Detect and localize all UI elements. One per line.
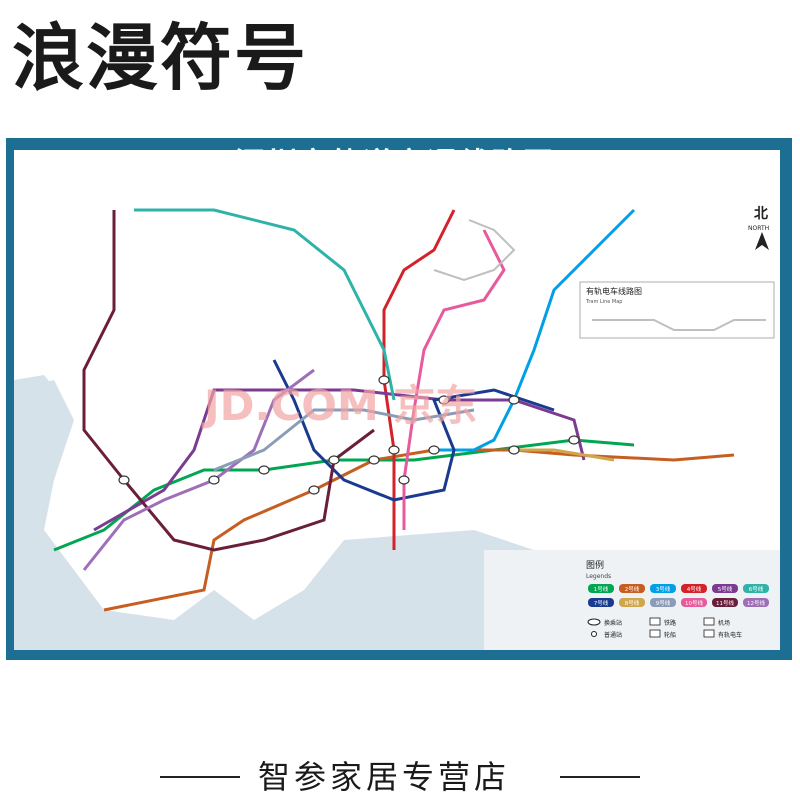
tram-route <box>433 219 516 282</box>
line-10-route <box>402 229 506 530</box>
tram-inset-title-en: Tram Line Map <box>585 299 622 305</box>
legend-swatch-label: 10号线 <box>685 599 703 607</box>
legend-swatch-label: 1号线 <box>594 585 609 593</box>
line-4-route <box>382 209 456 550</box>
legend-swatch <box>650 598 676 607</box>
line-9-route <box>213 408 475 472</box>
store-name: 智参家居专营店 <box>258 758 511 796</box>
legend-swatch <box>588 584 614 593</box>
legend-swatch-label: 8号线 <box>625 599 640 607</box>
legend-station-label: 普通站 <box>604 631 622 639</box>
brand-logo-text: 浪漫符号 <box>12 16 309 100</box>
tram-inset-line <box>592 319 766 331</box>
legend-swatch-label: 11号线 <box>716 599 734 607</box>
legend-airport-label: 机场 <box>718 619 730 627</box>
watermark-text: JD.COM 京东 <box>201 381 477 430</box>
legend-swatch-label: 12号线 <box>747 599 765 607</box>
legend-swatch <box>650 584 676 593</box>
line-3-route <box>434 208 636 452</box>
legend-ferry-label: 轮船 <box>664 631 676 639</box>
legend-title: 图例 <box>586 559 604 571</box>
legend-title-en: Legends <box>586 573 611 580</box>
footer-divider-left <box>160 776 240 778</box>
legend-swatch <box>619 598 645 607</box>
legend-swatch-label: 4号线 <box>687 585 702 593</box>
footer-divider-right <box>560 776 640 778</box>
legend-swatch <box>588 598 614 607</box>
legend-swatch-label: 2号线 <box>625 585 640 593</box>
metro-map-svg: JD.COM 京东 北 NORTH 有轨电车线路图 Tram Line Map … <box>14 206 780 650</box>
legend-swatch <box>743 584 769 593</box>
sea-area-west <box>14 375 64 530</box>
legend-swatch-label: 3号线 <box>656 585 671 593</box>
ferry-icon <box>649 629 661 638</box>
north-label-en: NORTH <box>748 225 769 232</box>
line-11-route <box>82 210 375 552</box>
legend-symbols: 换乘站 普通站 铁路 轮船 机场 有轨电车 <box>587 617 742 639</box>
legend-swatch <box>743 598 769 607</box>
north-arrow-icon <box>755 232 769 250</box>
airport-icon <box>703 617 715 626</box>
legend-swatch-label: 6号线 <box>749 585 764 593</box>
legend-swatch <box>712 598 738 607</box>
legend-railway-label: 铁路 <box>664 619 676 627</box>
interchange-stations <box>118 375 580 495</box>
line-8-route <box>514 448 615 462</box>
legend-swatch <box>681 584 707 593</box>
legend-swatch-label: 7号线 <box>594 599 609 607</box>
legend-swatch <box>619 584 645 593</box>
railway-icon <box>649 617 661 626</box>
legend-interchange-label: 换乘站 <box>604 619 622 627</box>
legend-swatches: 1号线 2号线 3号线 4号线 5号线 6号线 7号线 8号线 9号线 10号线 11号线 12号线 <box>588 584 769 607</box>
tram-inset <box>579 281 775 339</box>
legend-swatch <box>712 584 738 593</box>
tram-inset-title: 有轨电车线路图 <box>586 286 642 296</box>
legend-swatch-label: 9号线 <box>656 599 671 607</box>
line-7-route <box>272 359 555 502</box>
tram-icon <box>703 629 715 638</box>
legend-tram-label: 有轨电车 <box>718 631 742 639</box>
map-title: 深圳市轨道交通线路图 <box>235 147 555 182</box>
legend-swatch <box>681 598 707 607</box>
map-canvas: JD.COM 京东 北 NORTH 有轨电车线路图 Tram Line Map … <box>14 150 780 650</box>
line-1-route <box>53 438 635 552</box>
legend-swatch-label: 5号线 <box>718 585 733 593</box>
line-6-route <box>134 208 396 401</box>
line-5-route <box>93 388 586 532</box>
north-label: 北 <box>754 206 768 222</box>
